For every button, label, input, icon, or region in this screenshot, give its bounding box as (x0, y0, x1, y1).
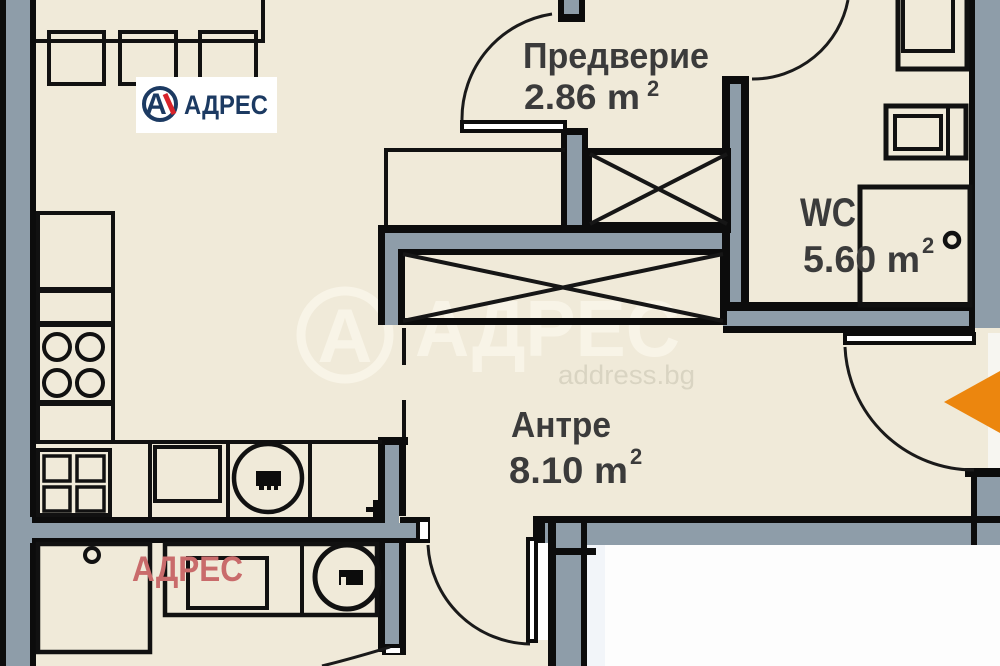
svg-text:А: А (318, 294, 373, 379)
svg-text:А: А (145, 88, 167, 121)
svg-text:2.86 m: 2.86 m (524, 78, 640, 117)
svg-text:Антре: Антре (511, 404, 611, 445)
svg-text:address.bg: address.bg (558, 360, 695, 390)
svg-text:2: 2 (630, 444, 642, 469)
svg-text:Предверие: Предверие (523, 35, 709, 76)
svg-text:WC: WC (800, 191, 856, 235)
svg-text:2: 2 (647, 76, 659, 101)
svg-text:5.60 m: 5.60 m (803, 239, 920, 280)
svg-text:АДРЕС: АДРЕС (184, 90, 268, 120)
svg-text:2: 2 (922, 233, 934, 258)
svg-text:8.10 m: 8.10 m (509, 450, 628, 491)
svg-text:АДРЕС: АДРЕС (415, 284, 680, 373)
svg-text:АДРЕС: АДРЕС (132, 550, 243, 589)
